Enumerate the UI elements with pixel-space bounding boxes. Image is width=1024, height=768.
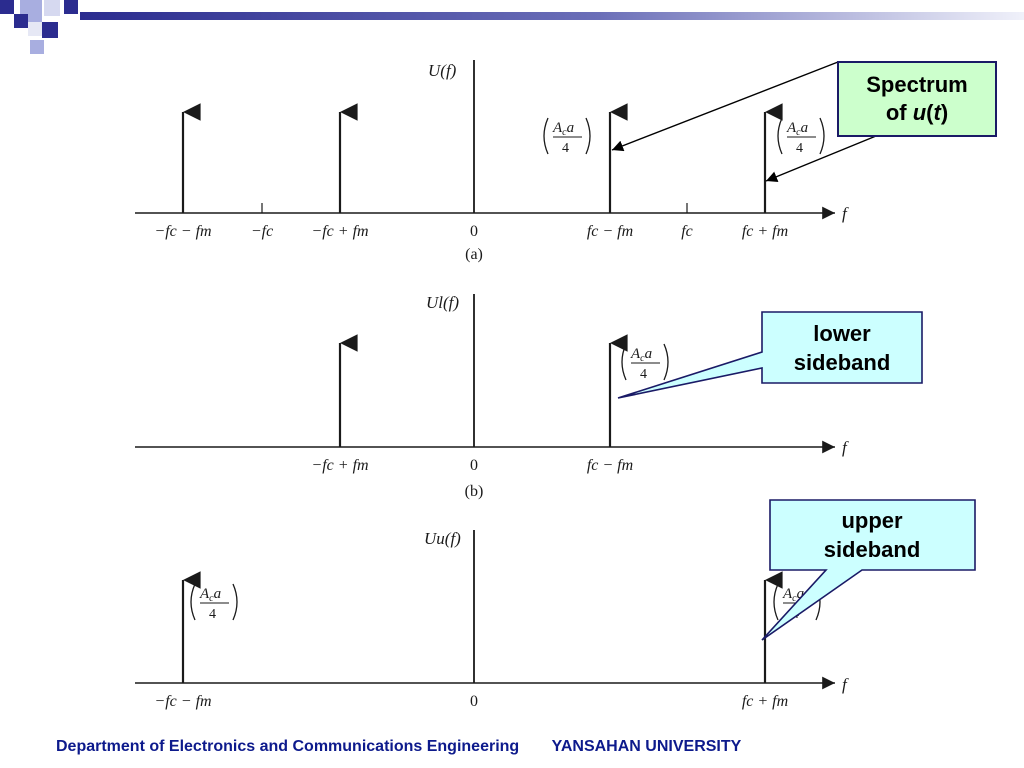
panel-b-y-label: Ul(f) bbox=[426, 293, 459, 312]
callout-lower-shape bbox=[617, 311, 923, 399]
callout-upper-shape bbox=[761, 499, 976, 641]
deco-square bbox=[42, 22, 58, 38]
deco-square bbox=[64, 0, 78, 14]
panel-c-axis-symbol: f bbox=[842, 675, 849, 694]
panel-a-tick-label: −fc − fm bbox=[154, 223, 211, 240]
panel-a-tick-label: −fc + fm bbox=[311, 223, 368, 240]
panel-a-caption: (a) bbox=[465, 246, 483, 263]
deco-square bbox=[14, 14, 28, 28]
svg-text:Aca: Aca bbox=[199, 586, 221, 604]
panel-c-tick-label: −fc − fm bbox=[154, 693, 211, 710]
panel-a-tick-label: fc bbox=[681, 223, 693, 240]
callout-spectrum-box bbox=[837, 61, 997, 137]
svg-text:4: 4 bbox=[796, 141, 803, 156]
panel-b-amplitude-label: Aca 4 bbox=[621, 343, 669, 382]
panel-a-tick-label: −fc bbox=[251, 223, 273, 240]
panel-c-amplitude-label: Aca 4 bbox=[190, 583, 238, 622]
panel-b: f Ul(f) Aca 4 −fc + fm 0 fc − fm (b) bbox=[135, 293, 849, 500]
callout-upper-line1: upper bbox=[841, 508, 903, 533]
callout-lower-line2: sideband bbox=[794, 350, 891, 375]
footer-department: Department of Electronics and Communicat… bbox=[56, 738, 520, 755]
svg-text:Aca: Aca bbox=[552, 120, 574, 138]
callout-spectrum-arrow bbox=[765, 135, 877, 182]
footer-university: YANSAHAN UNIVERSITY bbox=[551, 738, 742, 755]
panel-b-tick-label: 0 bbox=[470, 457, 478, 474]
callout-upper-sideband: upper sideband bbox=[761, 499, 976, 641]
deco-square bbox=[0, 0, 14, 14]
svg-text:4: 4 bbox=[640, 367, 647, 382]
panel-b-tick-label: fc − fm bbox=[587, 457, 633, 474]
panel-c: f Uu(f) Aca 4 Aca 4 −fc − fm 0 fc + fm bbox=[135, 529, 849, 710]
callout-spectrum-line2: of u(t) bbox=[886, 100, 948, 125]
deco-square bbox=[44, 0, 60, 16]
callout-upper-line2: sideband bbox=[824, 537, 921, 562]
panel-b-axis-symbol: f bbox=[842, 438, 849, 457]
panel-a-amplitude-label: Aca 4 bbox=[543, 117, 591, 156]
svg-text:4: 4 bbox=[562, 141, 569, 156]
deco-square bbox=[30, 40, 44, 54]
header-bar bbox=[80, 12, 1024, 20]
footer: Department of Electronics and Communicat… bbox=[56, 738, 956, 762]
panel-a-y-label: U(f) bbox=[428, 61, 457, 80]
panel-a-amplitude-label: Aca 4 bbox=[777, 117, 825, 156]
callout-spectrum-line1: Spectrum bbox=[866, 72, 967, 97]
panel-c-tick-label: fc + fm bbox=[742, 693, 788, 710]
deco-square bbox=[28, 22, 42, 36]
callout-lower-line1: lower bbox=[813, 321, 871, 346]
panel-c-y-label: Uu(f) bbox=[424, 529, 461, 548]
panel-b-caption: (b) bbox=[465, 483, 484, 500]
callout-spectrum: Spectrum of u(t) bbox=[611, 61, 997, 182]
svg-text:4: 4 bbox=[209, 607, 216, 622]
svg-text:Aca: Aca bbox=[630, 346, 652, 364]
header-decoration bbox=[0, 0, 1024, 54]
panel-a-axis-symbol: f bbox=[842, 204, 849, 223]
svg-text:Aca: Aca bbox=[786, 120, 808, 138]
callout-lower-sideband: lower sideband bbox=[617, 311, 923, 399]
panel-a: f U(f) Aca 4 Aca 4 bbox=[135, 60, 849, 263]
panel-a-tick-label: 0 bbox=[470, 223, 478, 240]
callout-spectrum-arrow bbox=[611, 61, 839, 152]
panel-a-tick-label: fc − fm bbox=[587, 223, 633, 240]
panel-a-tick-label: fc + fm bbox=[742, 223, 788, 240]
panel-c-tick-label: 0 bbox=[470, 693, 478, 710]
panel-b-tick-label: −fc + fm bbox=[311, 457, 368, 474]
